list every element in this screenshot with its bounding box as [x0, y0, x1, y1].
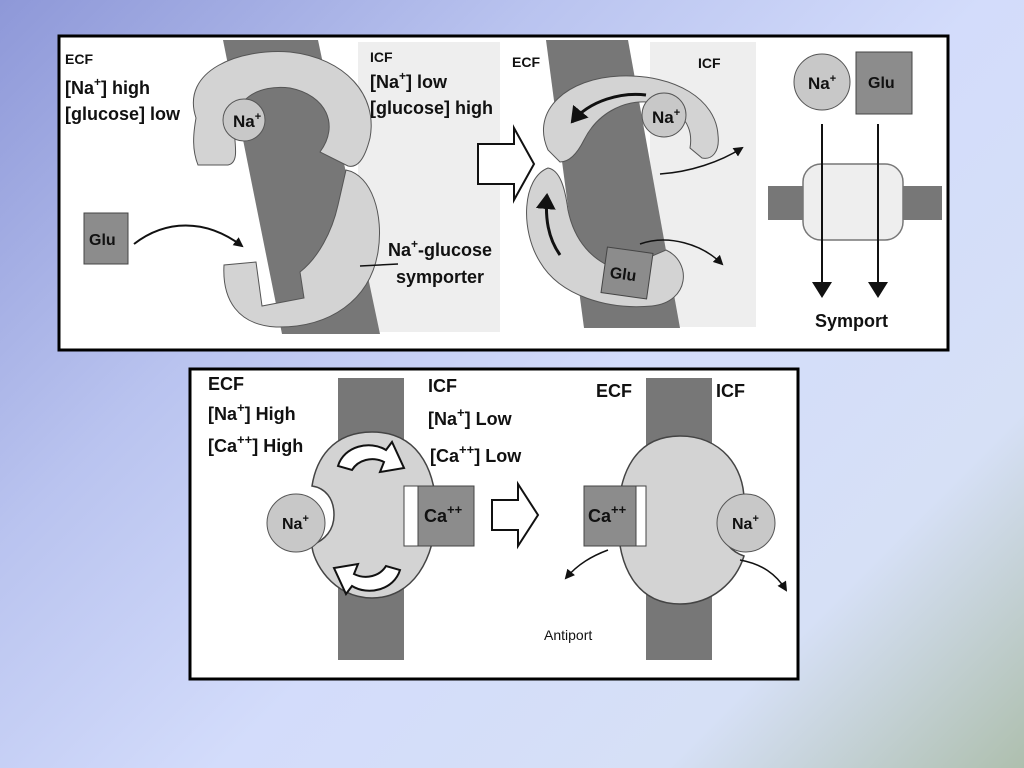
na-low-bottom-label: [Na+] Low [428, 405, 513, 429]
glu-square-right [855, 51, 913, 115]
na-low-label: [Na+] low [370, 69, 448, 92]
transition-arrow-top [477, 124, 536, 204]
na-ion-bottom-right [716, 493, 776, 553]
symporter-upper-half [193, 51, 372, 167]
transition-arrow-bottom [491, 480, 540, 550]
ecf-label-top-left: ECF [65, 51, 93, 67]
ca-square-right [583, 485, 639, 547]
ecf-label-bottom-right: ECF [596, 381, 632, 401]
glu-left-label: Glu [89, 232, 116, 249]
symporter-label-line1: Na+-glucose [388, 237, 492, 260]
ecf-label-top-middle: ECF [512, 54, 540, 70]
icf-label-bottom-right: ICF [716, 381, 745, 401]
symporter-label-line2: symporter [396, 267, 484, 287]
glu-middle-label: Glu [609, 265, 638, 286]
glu-right-label: Glu [868, 75, 895, 92]
ecf-label-bottom-left: ECF [208, 374, 244, 394]
na-ion-left-label: Na+ [233, 111, 261, 131]
icf-label-top-left: ICF [370, 49, 393, 65]
na-ion-bottom-left [266, 493, 326, 553]
glu-square-left [83, 212, 129, 265]
glu-entry-arrow [133, 224, 244, 248]
na-ion-middle-label: Na+ [652, 107, 680, 127]
symporter-lower-half [223, 169, 381, 328]
icf-label-top-middle: ICF [698, 55, 721, 71]
rotation-arrow-bottom-lower [332, 562, 402, 596]
icf-region-left [358, 42, 500, 332]
bottom-figure: Ca++ Na+ ECF [Na+] High [Ca++] High ICF … [188, 367, 800, 681]
ca-low-bottom-label: [Ca++] Low [430, 442, 522, 466]
na-ion-right [793, 53, 851, 111]
symporter-pointer-line [359, 263, 399, 267]
glucose-low-label: [glucose] low [65, 104, 181, 124]
na-ion-bottom-left-label: Na+ [282, 513, 309, 533]
ca-high-bottom-label: [Ca++] High [208, 432, 303, 456]
rotation-arrow-lower [535, 193, 562, 256]
carrier-schematic [802, 163, 904, 241]
ca-square-left [417, 485, 475, 547]
na-high-label: [Na+] high [65, 75, 150, 98]
symport-caption: Symport [815, 311, 888, 331]
icf-label-bottom-left: ICF [428, 376, 457, 396]
rotation-arrow-upper [570, 92, 647, 124]
ca-binding-site-right [635, 485, 647, 547]
glu-release-arrow [639, 239, 724, 266]
na-release-arrow [659, 146, 744, 175]
ca-ion-left-label: Ca++ [424, 502, 463, 526]
ca-release-arrow [564, 549, 609, 580]
glu-square-middle [600, 246, 654, 300]
na-high-bottom-label: [Na+] High [208, 400, 296, 424]
na-ion-middle [641, 92, 687, 138]
rotation-arrow-bottom-upper [336, 440, 406, 474]
na-ion-right-label: Na+ [808, 73, 836, 93]
glucose-high-label: [glucose] high [370, 98, 493, 118]
ca-ion-right-label: Ca++ [588, 502, 627, 526]
top-figure: Na+ Glu ECF [Na+] high [glucose] low ICF… [57, 34, 950, 352]
na-bottom-release-arrow [739, 559, 788, 592]
antiport-caption: Antiport [544, 627, 592, 643]
na-ion-left [222, 98, 266, 142]
na-ion-bottom-right-label: Na+ [732, 513, 759, 533]
